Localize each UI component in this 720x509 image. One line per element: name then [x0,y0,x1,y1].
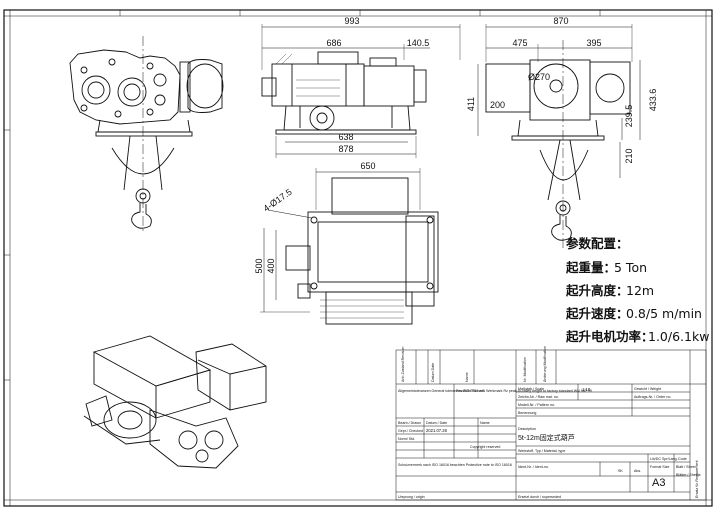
tb-model-no: Modell-Nr. / Pattern no. [518,403,555,407]
tb-copyright: Copyright reserved [470,445,500,449]
tb-ident: Ident-Nr. / Ident-no. [518,465,549,469]
dim-plan-width: 650 [360,161,375,171]
title-block [395,349,707,501]
spec-label-speed: 起升速度： [565,306,629,321]
spec-label-power: 起升电机功率： [565,329,654,344]
plan-view [260,168,439,325]
front-view [69,36,224,232]
dim-end-right: 395 [586,38,601,48]
dim-end-210: 210 [624,148,634,163]
tb-rev-name: Name [465,372,469,382]
spec-heading: 参数配置： [566,236,629,251]
dim-side-body: 686 [326,38,341,48]
spec-label-load: 起重量： [565,260,616,275]
tb-description-label: Description [518,427,536,431]
tb-lang: Spr/Lang. [662,457,678,461]
tb-abs: Abs. [634,469,641,473]
tb-material: Werkstoff, Typ / Material, type [518,449,565,453]
tb-gepr: Gepr./ Checked [398,429,423,433]
tb-rev-state: Anlr-Zustand Revision [401,347,405,382]
tb-benennung: Benennung [518,411,536,415]
isometric-view [83,335,267,469]
tb-lih: Lih/DC [650,457,661,461]
dim-side-overall: 993 [344,16,359,26]
tb-scale-label: Maßstab / Scale [518,387,544,391]
tb-superseded: Ersetzt durch / superseded [518,495,561,499]
tb-date: 2021.07.26 [426,428,448,433]
dim-end-200: 200 [490,100,505,110]
dim-side-base-outer: 878 [338,144,353,154]
dim-end-left: 475 [512,38,527,48]
sheet-border [3,9,713,507]
tb-description: 5t-12m固定式葫芦 [518,433,575,442]
dim-plan-depth-inner: 400 [266,258,276,273]
dim-end-height2: 433.6 [648,89,658,112]
spec-label-height: 起升高度： [565,283,629,298]
tb-weight-label: Gewicht / Weight [634,387,661,391]
tb-code: Code [678,457,687,461]
side-view [261,24,461,158]
dim-plan-depth: 500 [254,258,264,273]
tb-format-label: Format Size [650,465,669,469]
tb-rev-number: Nr. Modification [523,357,527,382]
tb-order-no: Auftrags-Nr. / Order no. [634,395,671,399]
dim-end-239: 239.5 [624,105,634,128]
dim-end-height: 411 [466,97,476,111]
dim-side-offset: 140.5 [407,38,430,48]
tb-norm: Norm/ Std. [398,437,415,441]
end-view [477,24,641,250]
tb-tolerances: Allgemeintoleranzen General tolerances I… [398,389,485,393]
tb-format: A3 [652,477,665,489]
plan-view-hatch [320,299,404,319]
tb-datum-label: Datum / Date [426,421,447,425]
spec-value-power: 1.0/6.1kw [648,329,709,344]
tb-protection: Schutzvermerk nach ISO 16016 beachten Pr… [398,463,512,467]
dim-side-base: 638 [338,132,353,142]
tb-scale: 1:10 [582,387,591,392]
tb-drawing-no: Zeichn-Nr. / Raw mat. no. [518,395,559,399]
tb-name-label: Name [480,421,490,425]
tb-fit-note: Passhöfe Rz nach Werkmark Rz peak-to-val… [456,389,592,393]
tb-ursprung: Ursprung / origin [398,495,425,499]
dim-plan-holes: 4-Ø17.5 [261,187,293,214]
dim-end-width: 870 [553,16,568,26]
tb-rev-date: Datum Date [431,363,435,382]
spec-value-load: 5 Ton [614,260,647,275]
tb-bearb: Bearb./ Drawn [398,421,421,425]
tb-sheets: Blätter / Sheets [676,473,701,477]
side-view-hatch [275,53,340,97]
tb-sk: SK [618,469,623,473]
tb-rev-change: Änderung Modification [543,346,547,382]
tb-replacement: Ersatz für Replacement [695,460,699,498]
tb-sheet: Blatt / Sheet [676,465,696,469]
dim-end-drum: Ø270 [528,72,550,82]
spec-value-speed: 0.8/5 m/min [626,306,702,321]
spec-value-height: 12m [626,283,654,298]
